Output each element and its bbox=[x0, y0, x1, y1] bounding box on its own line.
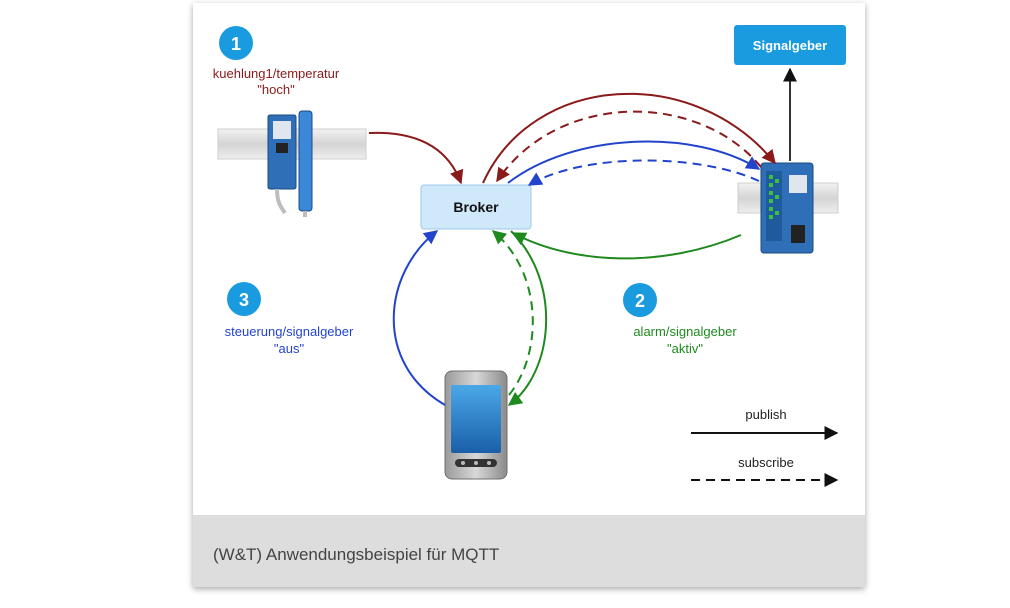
figure-card: Broker Signalgeber 1 kuehlung1/t bbox=[193, 3, 865, 587]
legend: publish subscribe bbox=[691, 407, 839, 487]
signalgeber-node: Signalgeber bbox=[734, 25, 846, 65]
flow-2-forward bbox=[507, 230, 548, 406]
flow-2-publish bbox=[511, 232, 742, 260]
step-1-annotation: 1 kuehlung1/temperatur "hoch" bbox=[213, 26, 340, 97]
step-1-number: 1 bbox=[231, 34, 241, 54]
step-2-topic: alarm/signalgeber bbox=[633, 324, 737, 339]
step-2-payload: "aktiv" bbox=[667, 341, 703, 356]
legend-subscribe-label: subscribe bbox=[738, 455, 794, 470]
step-1-topic: kuehlung1/temperatur bbox=[213, 66, 340, 81]
flow-2-subscribe bbox=[491, 230, 534, 396]
flow-3-publish bbox=[392, 230, 446, 406]
caption-bar: (W&T) Anwendungsbeispiel für MQTT bbox=[193, 515, 865, 587]
step-3-payload: "aus" bbox=[274, 341, 305, 356]
smartphone-device bbox=[444, 370, 508, 480]
step-3-number: 3 bbox=[239, 290, 249, 310]
flow-1-forward bbox=[482, 92, 776, 184]
figure-caption: (W&T) Anwendungsbeispiel für MQTT bbox=[213, 545, 500, 564]
broker-node: Broker bbox=[420, 184, 532, 230]
io-controller-device bbox=[737, 162, 839, 254]
step-3-topic: steuerung/signalgeber bbox=[225, 324, 354, 339]
step-1-payload: "hoch" bbox=[257, 82, 295, 97]
step-2-annotation: 2 alarm/signalgeber "aktiv" bbox=[623, 283, 737, 356]
step-2-badge bbox=[623, 283, 657, 317]
mqtt-diagram: Broker Signalgeber 1 kuehlung1/t bbox=[213, 25, 846, 487]
flow-3-forward bbox=[507, 140, 761, 184]
broker-label: Broker bbox=[453, 199, 499, 215]
step-3-badge bbox=[227, 282, 261, 316]
temperature-sensor-device bbox=[217, 110, 367, 217]
legend-publish-label: publish bbox=[745, 407, 786, 422]
step-3-annotation: 3 steuerung/signalgeber "aus" bbox=[225, 282, 354, 356]
step-2-number: 2 bbox=[635, 291, 645, 311]
flow-1-publish bbox=[368, 131, 464, 185]
step-1-badge bbox=[219, 26, 253, 60]
flow-1-subscribe bbox=[496, 110, 762, 183]
flow-3-subscribe bbox=[527, 159, 760, 186]
signalgeber-label: Signalgeber bbox=[753, 38, 827, 53]
